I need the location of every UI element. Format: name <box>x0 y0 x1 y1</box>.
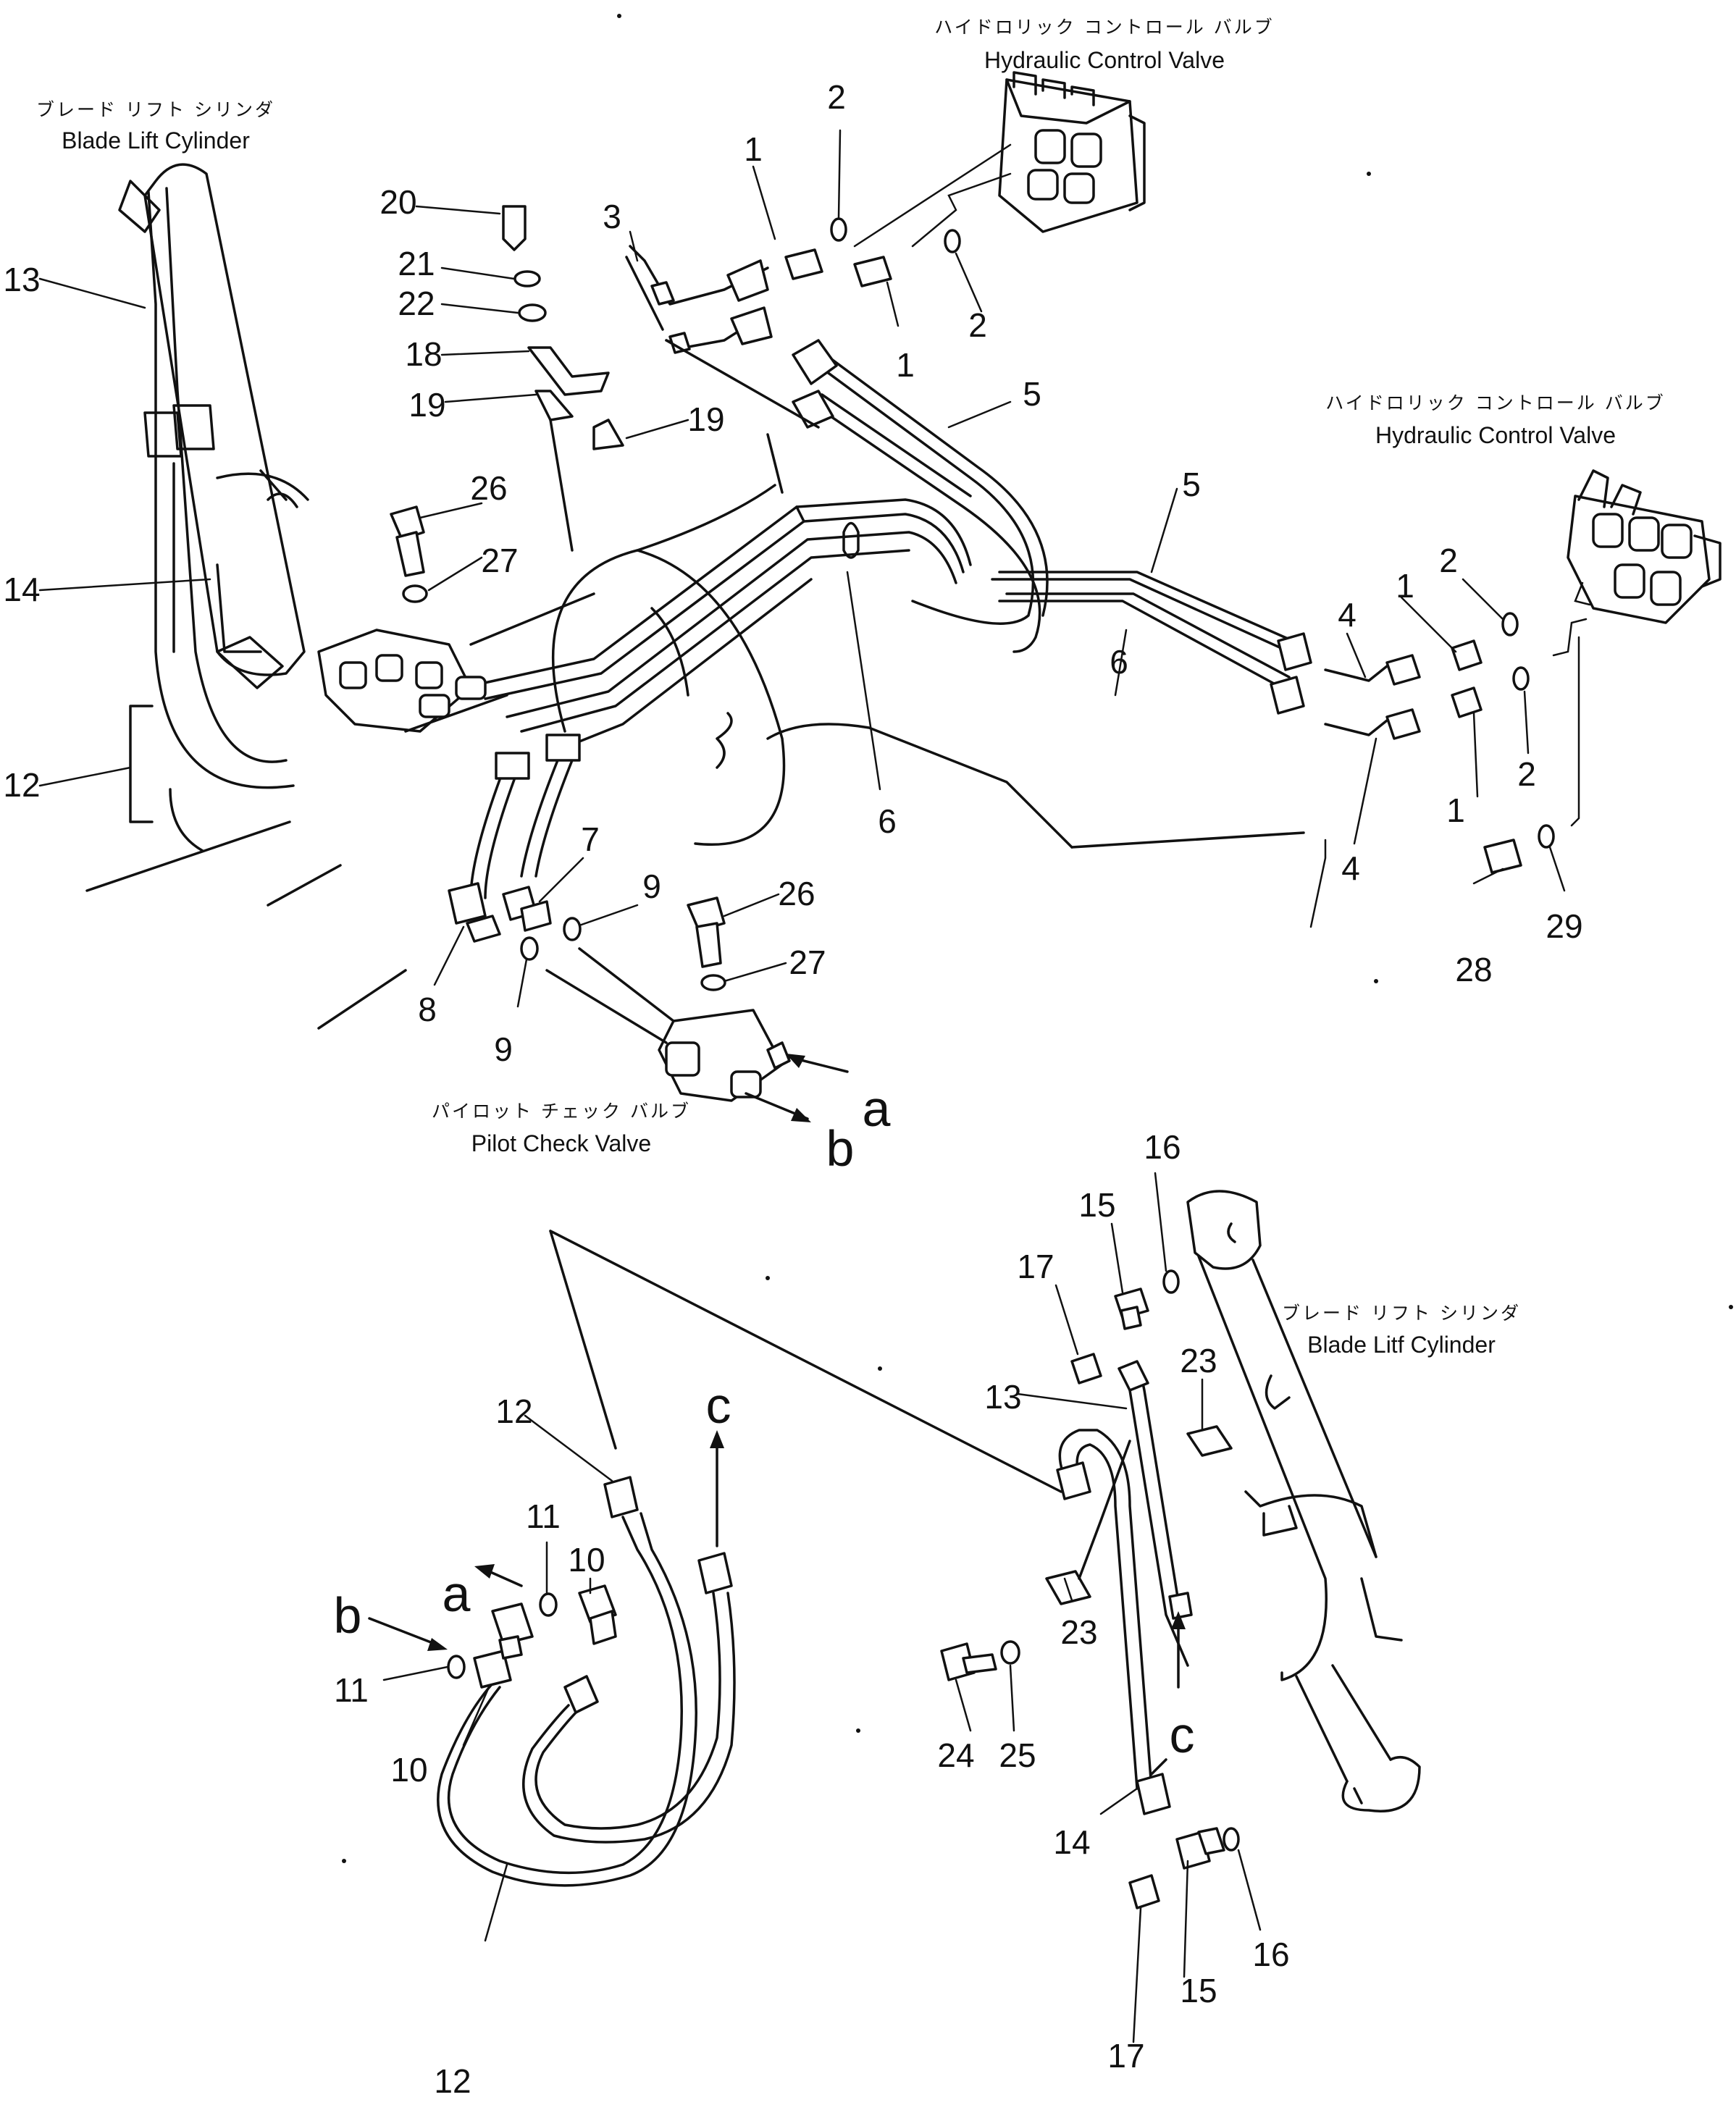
fittings-right <box>1324 612 1555 874</box>
title-en: Blade Lift Cylinder <box>62 127 250 154</box>
title-en: Blade Litf Cylinder <box>1307 1332 1496 1358</box>
callout-5: 5 <box>1182 466 1201 503</box>
callout-1: 1 <box>744 130 763 168</box>
title-en: Hydraulic Control Valve <box>984 47 1225 73</box>
leader-lines <box>38 129 1566 2043</box>
callout-26: 26 <box>778 875 815 912</box>
callout-2: 2 <box>968 306 987 344</box>
callout-13: 13 <box>984 1378 1021 1416</box>
callout-26: 26 <box>470 469 507 507</box>
callout-15: 15 <box>1180 1972 1217 2009</box>
callout-22: 22 <box>398 285 435 322</box>
elbows-7-8 <box>448 882 582 961</box>
callout-23: 23 <box>1060 1613 1097 1651</box>
callout-13: 13 <box>3 261 40 298</box>
valve-block <box>317 629 487 733</box>
callout-14: 14 <box>1053 1823 1090 1861</box>
callout-15: 15 <box>1078 1186 1115 1224</box>
callout-27: 27 <box>481 542 518 579</box>
title-en: Hydraulic Control Valve <box>1375 422 1616 448</box>
callout-18: 18 <box>405 335 442 373</box>
hoses-down <box>469 734 581 899</box>
mark-a: a <box>863 1080 891 1137</box>
callout-1: 1 <box>1396 567 1414 605</box>
callout-24: 24 <box>937 1736 974 1774</box>
callout-12: 12 <box>495 1392 532 1430</box>
callout-21: 21 <box>398 245 435 282</box>
callout-12: 12 <box>434 2062 471 2100</box>
callout-11: 11 <box>526 1497 561 1535</box>
callout-25: 25 <box>999 1736 1036 1774</box>
callout-9: 9 <box>642 867 661 905</box>
callout-14: 14 <box>3 571 40 608</box>
clamp-group <box>502 205 624 552</box>
mark-b: b <box>334 1587 362 1644</box>
callout-16: 16 <box>1252 1936 1289 1973</box>
title-pilot-check-valve: パイロット チェック バルブ Pilot Check Valve <box>432 1101 691 1156</box>
callout-2: 2 <box>1439 542 1458 579</box>
hoses-lower-left <box>368 1230 1062 1887</box>
callout-17: 17 <box>1017 1248 1054 1285</box>
hydraulic-control-valve-top <box>853 71 1146 248</box>
callout-27: 27 <box>789 944 826 981</box>
pilot-check-valve <box>545 896 849 1122</box>
blade-lift-cylinder-right <box>1186 1190 1421 1812</box>
callout-7: 7 <box>581 820 600 858</box>
title-blade-lift-cylinder-right: ブレード リフト シリンダ Blade Litf Cylinder <box>1282 1303 1521 1358</box>
scan-specks <box>342 14 1733 1863</box>
pipe-bundle <box>477 498 972 755</box>
callout-3: 3 <box>603 198 621 235</box>
callout-6: 6 <box>878 802 897 840</box>
callout-numbers: 1 1 1 1 2 2 2 2 3 4 4 5 5 6 6 7 8 9 9 10… <box>3 78 1582 2100</box>
callout-2: 2 <box>827 78 846 116</box>
callout-17: 17 <box>1107 2037 1144 2075</box>
callout-19: 19 <box>687 400 724 438</box>
callout-11: 11 <box>334 1671 369 1709</box>
bolt-group-upper <box>390 505 428 603</box>
right-side-fittings <box>940 1269 1240 1909</box>
callout-23: 23 <box>1180 1342 1217 1379</box>
callout-2: 2 <box>1517 755 1536 793</box>
callout-1: 1 <box>896 346 915 384</box>
title-jp: パイロット チェック バルブ <box>432 1101 691 1122</box>
callout-5: 5 <box>1023 375 1041 413</box>
mark-c: c <box>1170 1707 1195 1763</box>
callout-20: 20 <box>380 183 416 221</box>
title-jp: ブレード リフト シリンダ <box>1282 1303 1521 1324</box>
callout-29: 29 <box>1546 907 1582 945</box>
mark-a: a <box>443 1566 471 1622</box>
hose-5 <box>792 339 1312 671</box>
title-jp: ブレード リフト シリンダ <box>36 99 275 120</box>
fittings-top <box>784 217 961 287</box>
blade-lift-cylinder-left <box>85 163 407 1030</box>
callout-4: 4 <box>1341 849 1360 887</box>
callout-1: 1 <box>1446 791 1465 829</box>
title-control-valve-top: ハイドロリック コントロール バルブ Hydraulic Control Val… <box>934 17 1274 73</box>
callout-9: 9 <box>494 1030 513 1068</box>
callout-28: 28 <box>1455 951 1492 988</box>
callout-6: 6 <box>1110 643 1128 681</box>
callout-19: 19 <box>408 386 445 424</box>
title-blade-lift-cylinder-left: ブレード リフト シリンダ Blade Lift Cylinder <box>36 99 275 154</box>
title-jp: ハイドロリック コントロール バルブ <box>934 17 1274 38</box>
steel-pipe-3 <box>625 245 820 429</box>
mark-b: b <box>826 1120 855 1177</box>
title-control-valve-right: ハイドロリック コントロール バルブ Hydraulic Control Val… <box>1325 392 1665 448</box>
callout-10: 10 <box>568 1541 605 1579</box>
hydraulic-control-valve-right <box>1552 469 1722 827</box>
callout-16: 16 <box>1144 1128 1181 1166</box>
callout-12: 12 <box>3 766 40 804</box>
callout-4: 4 <box>1338 596 1356 634</box>
mark-c: c <box>706 1377 731 1434</box>
machine-frame <box>404 433 1305 849</box>
title-en: Pilot Check Valve <box>471 1130 651 1156</box>
callout-8: 8 <box>418 991 437 1028</box>
title-jp: ハイドロリック コントロール バルブ <box>1325 392 1665 413</box>
connection-marks: a b a b c c <box>334 1080 1195 1763</box>
callout-10: 10 <box>390 1751 427 1789</box>
